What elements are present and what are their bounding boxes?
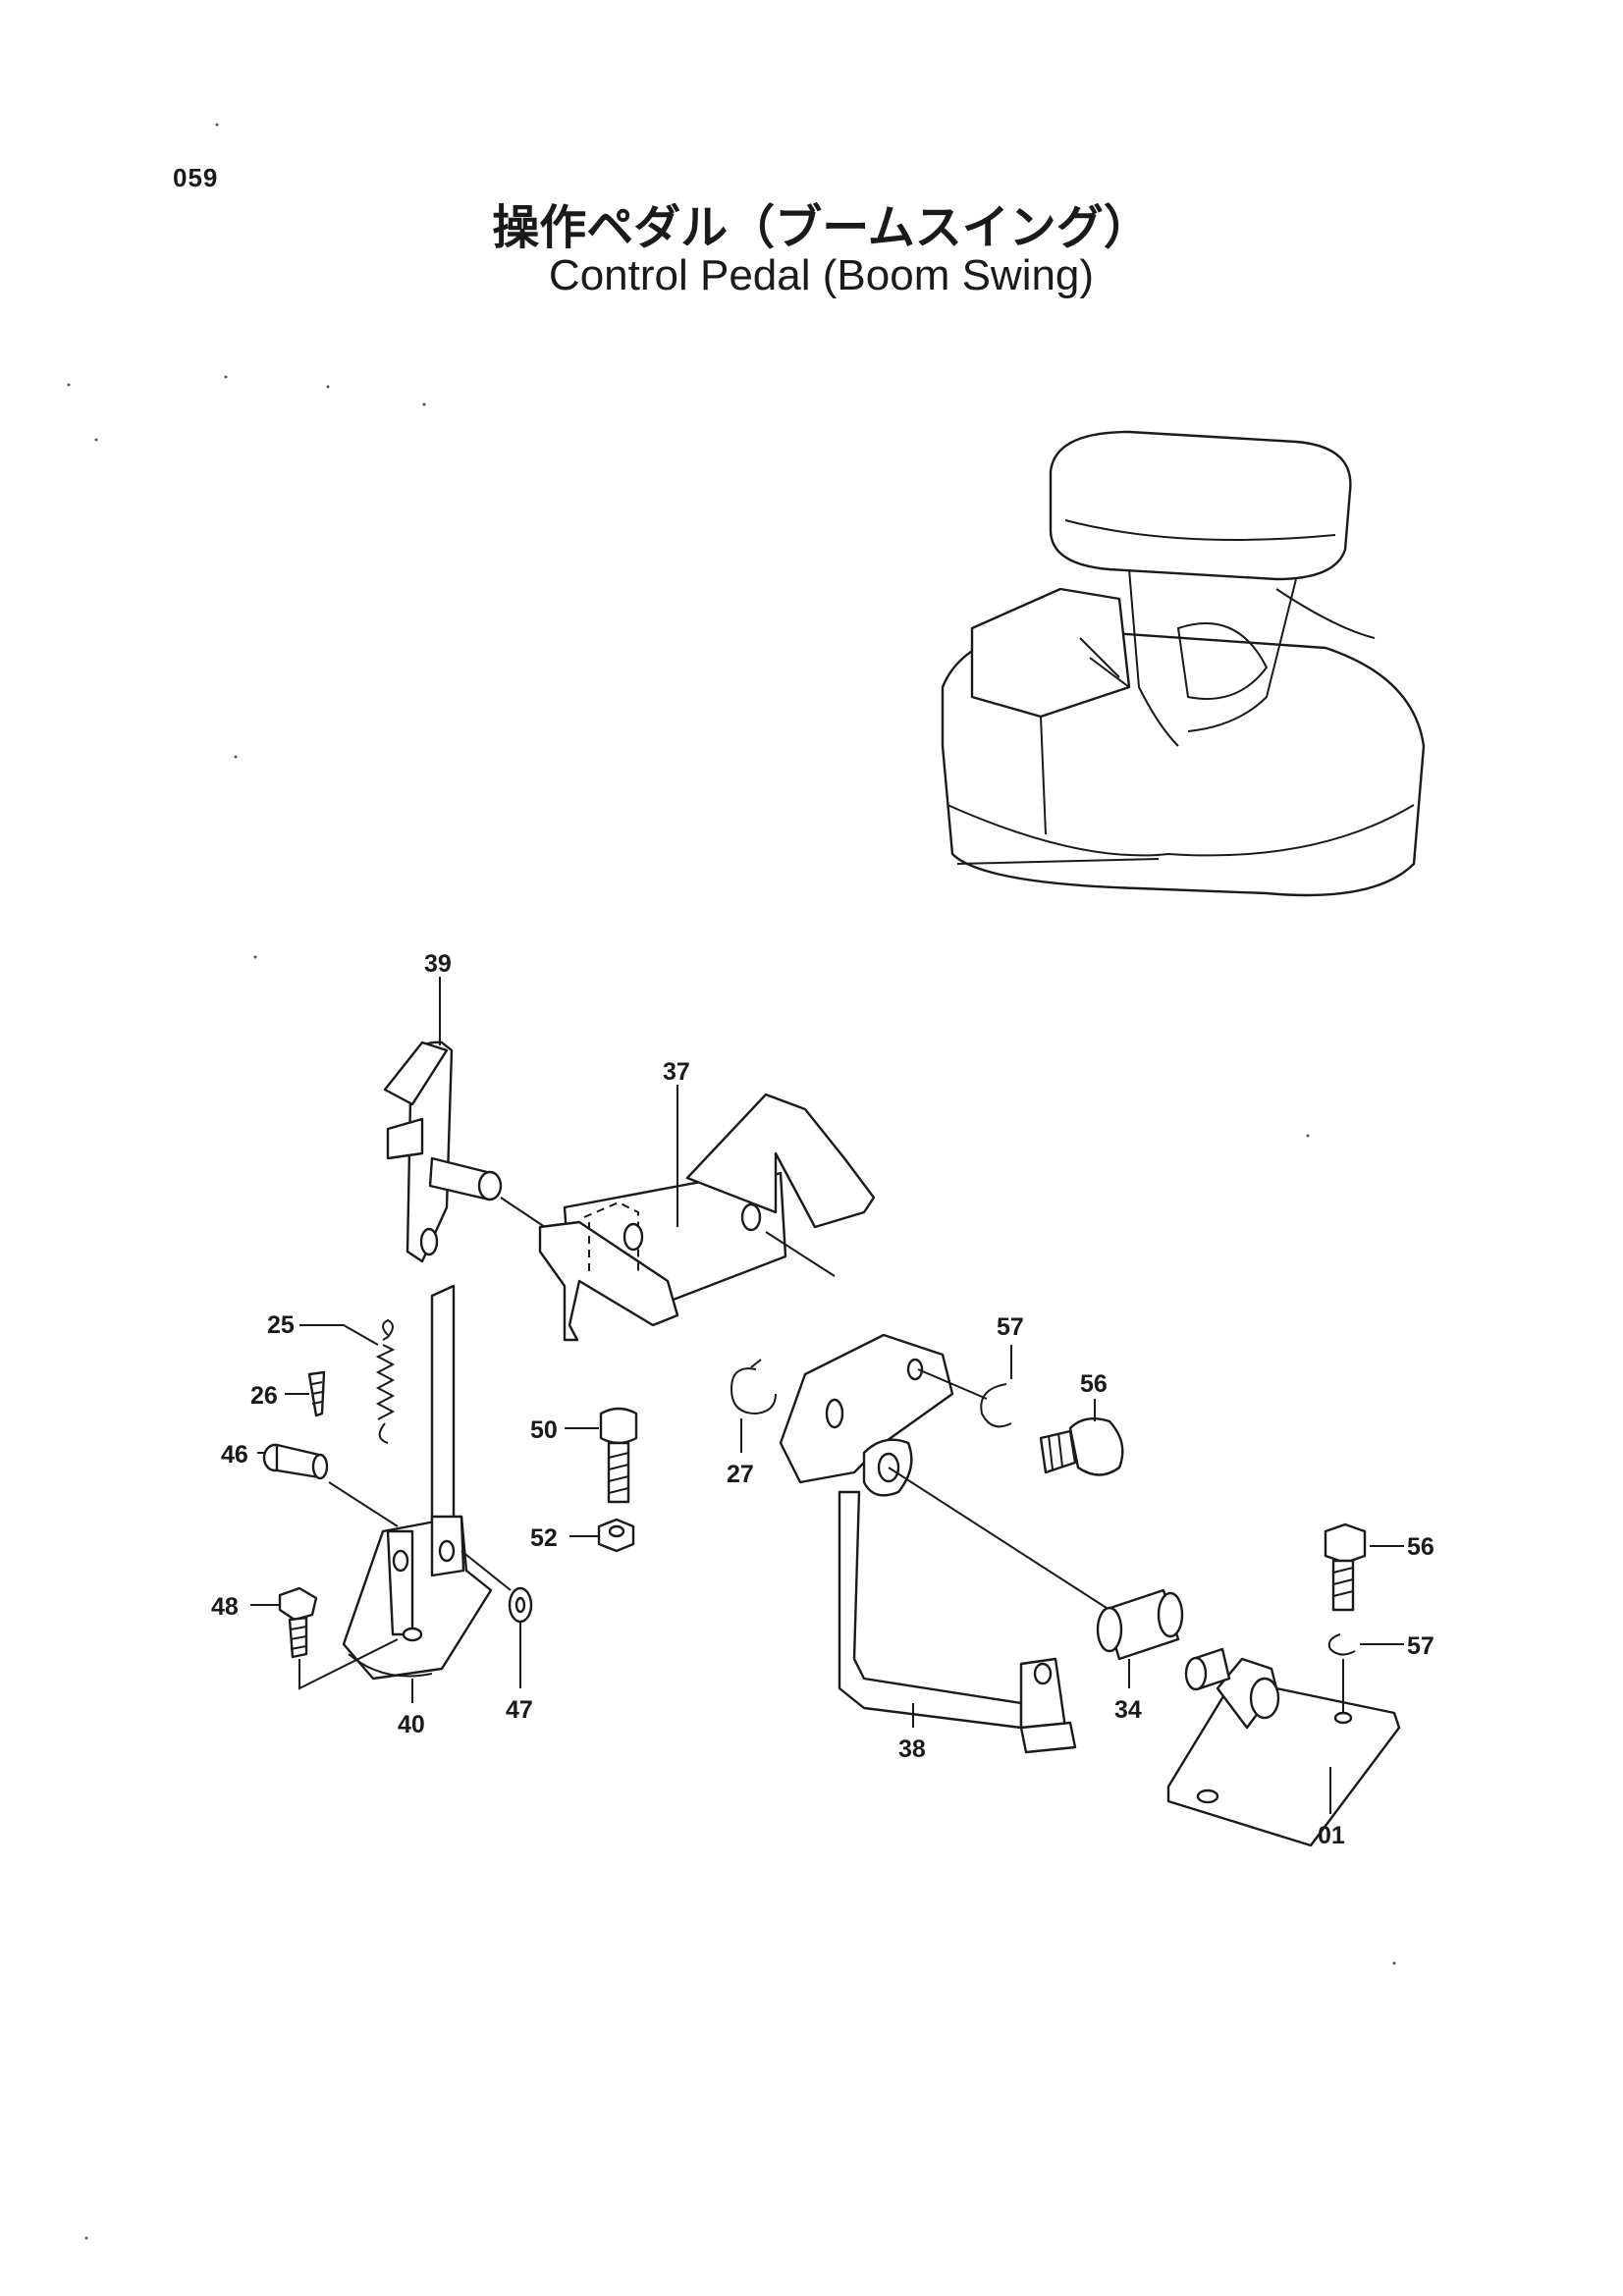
callout-56-b: 56 [1407,1533,1434,1561]
scan-specks [67,123,1396,2240]
part-46-pin [262,1443,399,1527]
callout-40: 40 [398,1711,425,1738]
callout-46: 46 [221,1441,248,1468]
page-number: 059 [173,163,219,192]
part-57-washer-b [1327,1633,1356,1713]
part-27-snap-ring [730,1359,777,1415]
part-47-washer [460,1550,533,1624]
part-52-nut [597,1518,635,1553]
part-40-base-bracket [342,1515,493,1681]
callout-25: 25 [267,1311,295,1339]
part-25-spring [375,1318,396,1444]
part-01-base-plate [1166,1647,1401,1847]
part-34-bushing [1096,1588,1184,1661]
callout-37: 37 [663,1058,690,1086]
part-39-shaft [428,1156,546,1228]
machine-overview [941,430,1426,897]
part-50-bolt [599,1407,638,1504]
callout-48: 48 [211,1593,239,1621]
title-english: Control Pedal (Boom Swing) [548,251,1095,299]
callout-50: 50 [530,1416,558,1444]
part-57-washer-a [917,1368,1012,1428]
callout-27: 27 [727,1461,754,1488]
callout-57-a: 57 [997,1313,1024,1341]
callout-57-b: 57 [1407,1632,1434,1660]
callout-47: 47 [506,1696,533,1724]
callout-34: 34 [1114,1696,1142,1724]
part-38-pedal-frame [779,1333,1110,1754]
part-56-bolt-a [1039,1417,1124,1476]
part-26-cotter-pin [307,1370,326,1417]
part-39-pedal-lever [383,1041,456,1533]
callout-52: 52 [530,1524,558,1552]
part-48-bolt [278,1586,399,1690]
callout-01: 01 [1318,1822,1345,1849]
callout-26: 26 [250,1382,278,1410]
callout-39: 39 [424,950,452,978]
leader-lines [250,977,1404,1814]
callout-labels: 39 37 25 26 46 48 40 47 50 52 27 57 56 3… [211,950,1434,1849]
callout-38: 38 [898,1735,926,1763]
title-japanese: 操作ペダル（ブームスイング） [492,200,1151,255]
part-56-bolt-b [1324,1522,1367,1612]
part-37-pedal-bracket [538,1093,876,1342]
callout-56-a: 56 [1080,1370,1108,1398]
